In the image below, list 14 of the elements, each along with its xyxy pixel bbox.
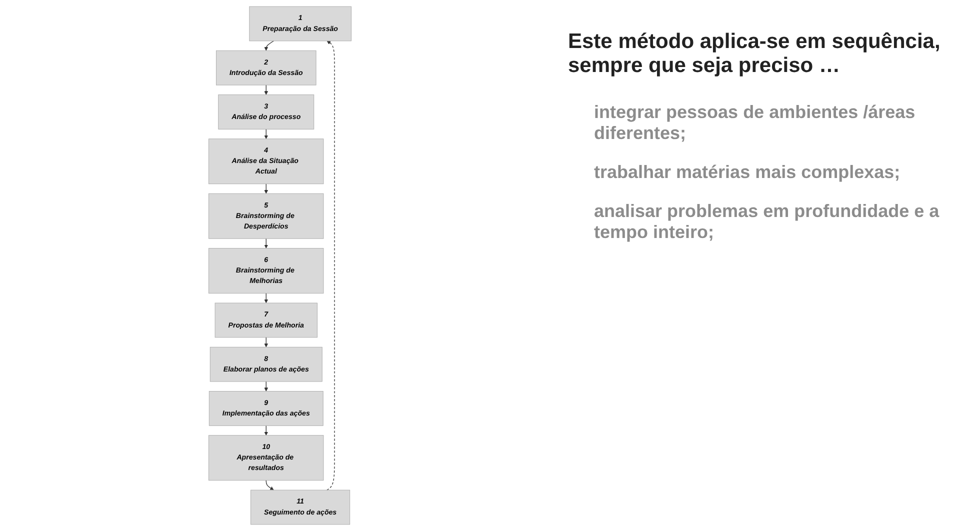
arrow bbox=[264, 40, 274, 51]
bullet-text: integrar pessoas de ambientes /áreas diferentes; bbox=[594, 102, 916, 144]
arrow bbox=[264, 425, 268, 436]
bullet-text: analisar problemas em profundidade e a tempo inteiro; bbox=[594, 201, 940, 243]
arrow bbox=[264, 292, 268, 304]
arrow bbox=[266, 480, 274, 490]
intro-text: Este método aplica-se em sequência, sempre que seja preciso … bbox=[568, 30, 942, 78]
arrow bbox=[264, 238, 268, 248]
arrow bbox=[264, 184, 268, 194]
arrow bbox=[264, 84, 268, 95]
arrow bbox=[264, 128, 268, 140]
arrow bbox=[264, 337, 268, 348]
bullet-text: trabalhar matérias mais complexas; bbox=[594, 162, 902, 183]
arrow bbox=[264, 381, 268, 392]
